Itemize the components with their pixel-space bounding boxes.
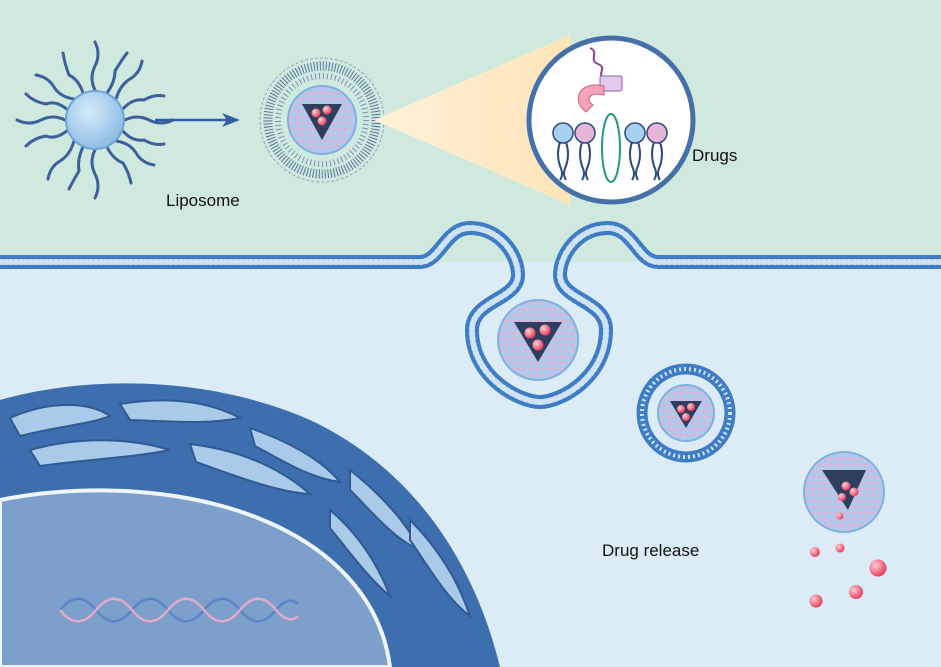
nucleus-icon — [0, 488, 393, 667]
endocytosed-liposome — [497, 299, 579, 381]
arrow-right-icon — [155, 113, 240, 127]
vesicle-icon — [636, 363, 736, 463]
liposome-label: Liposome — [166, 191, 240, 210]
drug-release-label: Drug release — [602, 541, 699, 560]
magnifier-cone — [374, 35, 570, 205]
drugs-label: Drugs — [692, 146, 737, 165]
drug-particle-icon — [809, 543, 887, 608]
micelle-icon — [15, 40, 175, 200]
dna-helix-icon — [59, 597, 299, 623]
releasing-liposome — [803, 451, 885, 533]
cell-membrane — [0, 220, 941, 410]
magnifier-bilayer-icon — [526, 35, 696, 205]
